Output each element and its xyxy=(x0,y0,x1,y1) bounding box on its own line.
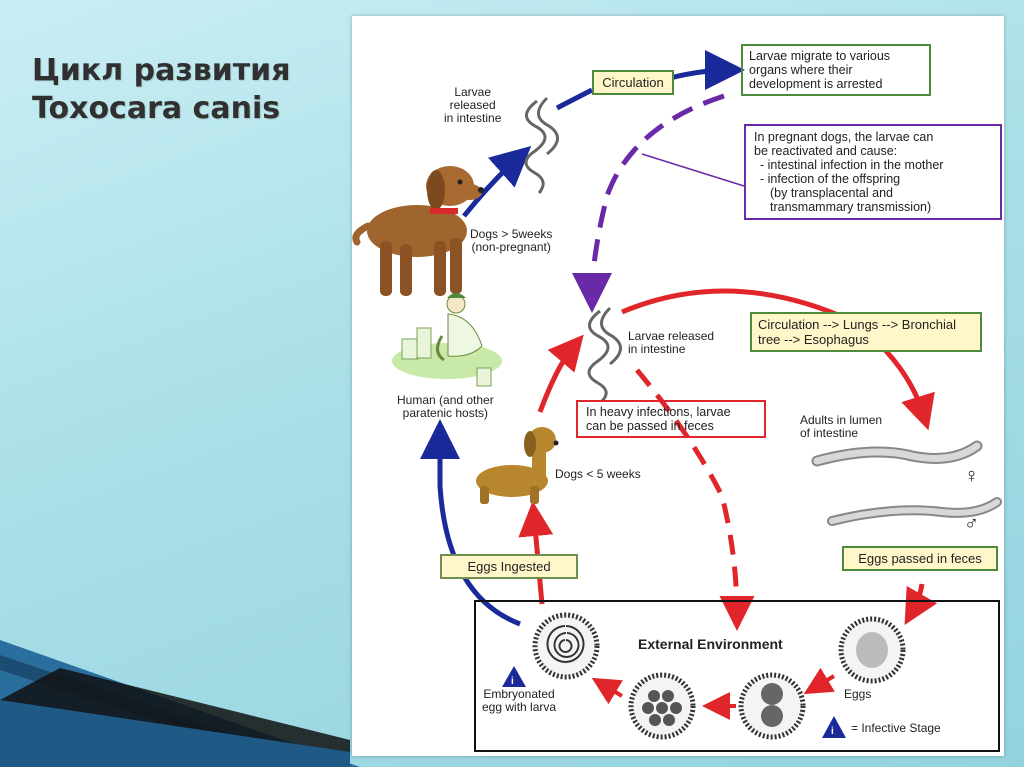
slide-title-line2: Toxocara canis xyxy=(32,91,281,126)
heavy-infections-line2: can be passed in feces xyxy=(586,419,714,433)
infective-symbol-embryonated: i xyxy=(511,676,514,687)
pregnant-note-pointer xyxy=(641,153,745,187)
arrow-heavy-infection-dashed xyxy=(635,368,755,631)
child-illustration xyxy=(392,293,502,387)
embryonated-line2: egg with larva xyxy=(482,700,557,714)
circulation-text: Circulation xyxy=(602,75,664,90)
adults-lumen-line1: Adults in lumen xyxy=(800,413,883,427)
external-environment-title: External Environment xyxy=(638,636,783,652)
diagram-graphics xyxy=(352,50,1002,740)
decor-stripe-bottom xyxy=(0,700,350,767)
circulation-lungs-box: Circulation --> Lungs --> Bronchial tree… xyxy=(750,312,982,352)
larvae-released-mid-line2: in intestine xyxy=(628,342,686,356)
embryonated-egg-label: Embryonated egg with larva xyxy=(482,688,556,714)
egg-morula xyxy=(628,672,696,740)
eggs-label: Eggs xyxy=(844,687,872,701)
circulation-lungs-line1: Circulation --> Lungs --> Bronchial xyxy=(758,317,956,332)
circulation-lungs-line2: tree --> Esophagus xyxy=(758,332,869,347)
pregnant-note-line4: - infection of the offspring xyxy=(760,172,901,186)
eggs-ingested-text: Eggs Ingested xyxy=(467,559,551,574)
larvae-migrate-line3: development is arrested xyxy=(749,77,883,91)
larva-coil-middle xyxy=(587,306,622,403)
larva-coil-top xyxy=(524,96,559,194)
pregnant-note-line6: transmammary transmission) xyxy=(770,200,932,214)
pregnant-note-line5: (by transplacental and xyxy=(770,186,893,200)
larvae-released-top-line3: in intestine xyxy=(444,111,502,125)
egg-two-cell xyxy=(738,672,806,740)
dogs-over-5-weeks-label: Dogs > 5weeks (non-pregnant) xyxy=(470,228,552,254)
adults-lumen-label: Adults in lumen of intestine xyxy=(800,414,882,440)
dogs-under-5-weeks-label: Dogs < 5 weeks xyxy=(555,467,641,481)
human-hosts-line2: paratenic hosts) xyxy=(402,406,489,420)
heavy-infections-line1: In heavy infections, larvae xyxy=(586,405,731,419)
arrow-circulation-to-migrate xyxy=(669,50,745,91)
slide-title-line1: Цикл развития xyxy=(32,53,291,88)
larvae-migrate-box: Larvae migrate to various organs where t… xyxy=(741,44,931,96)
arrow-reactivation-dashed xyxy=(572,93,725,313)
infective-stage-icon-embryonated xyxy=(502,666,526,687)
pregnant-note-line1: In pregnant dogs, the larvae can xyxy=(754,130,934,144)
infective-symbol-legend: i xyxy=(831,726,834,737)
larvae-migrate-line2: organs where their xyxy=(749,63,853,77)
slide-title: Цикл развития Toxocara canis xyxy=(32,52,290,128)
env-arrow-3 xyxy=(591,677,624,705)
puppy-illustration xyxy=(476,427,559,504)
dogs-over5-line1: Dogs > 5weeks xyxy=(470,227,553,241)
circulation-label: Circulation xyxy=(592,70,674,95)
human-hosts-label: Human (and other paratenic hosts) xyxy=(397,394,494,420)
eggs-passed-text: Eggs passed in feces xyxy=(858,551,982,566)
female-symbol: ♀ xyxy=(964,465,979,487)
egg-embryonated xyxy=(532,612,600,680)
adults-lumen-line2: of intestine xyxy=(800,426,859,440)
larvae-migrate-line1: Larvae migrate to various xyxy=(749,49,891,63)
embryonated-line1: Embryonated xyxy=(483,687,555,701)
human-hosts-line1: Human (and other xyxy=(397,393,494,407)
arrow-eggs-to-human xyxy=(420,419,521,627)
pregnant-note-line2: be reactivated and cause: xyxy=(754,144,898,158)
infective-stage-legend: = Infective Stage xyxy=(851,721,941,735)
arrow-larvae-to-circulation xyxy=(555,87,594,111)
eggs-passed-label: Eggs passed in feces xyxy=(842,546,998,571)
lifecycle-diagram: Circulation Larvae migrate to various or… xyxy=(352,16,1004,756)
eggs-ingested-label: Eggs Ingested xyxy=(440,554,578,579)
arrow-dog-to-larvae xyxy=(462,146,532,218)
male-symbol: ♂ xyxy=(964,513,979,535)
infective-stage-icon-legend xyxy=(822,716,846,738)
dogs-over5-line2: (non-pregnant) xyxy=(471,240,551,254)
external-environment-box xyxy=(474,600,1000,752)
larvae-released-top-line1: Larvae xyxy=(454,85,492,99)
pregnant-note-line3: - intestinal infection in the mother xyxy=(760,158,944,172)
larvae-released-mid-line1: Larvae released xyxy=(628,329,715,343)
egg-unembryonated xyxy=(838,616,906,684)
arrow-puppy-to-larvae xyxy=(537,334,584,413)
heavy-infections-box: In heavy infections, larvae can be passe… xyxy=(576,400,766,438)
larvae-released-mid-label: Larvae released in intestine xyxy=(628,330,714,356)
adult-dog-illustration xyxy=(352,166,484,296)
larvae-released-top-label: Larvae released in intestine xyxy=(444,86,501,125)
pregnant-dogs-note: In pregnant dogs, the larvae can be reac… xyxy=(744,124,1002,220)
env-arrow-1 xyxy=(803,667,836,695)
larvae-released-top-line2: released xyxy=(449,98,496,112)
arrow-eggs-to-environment xyxy=(904,583,938,626)
